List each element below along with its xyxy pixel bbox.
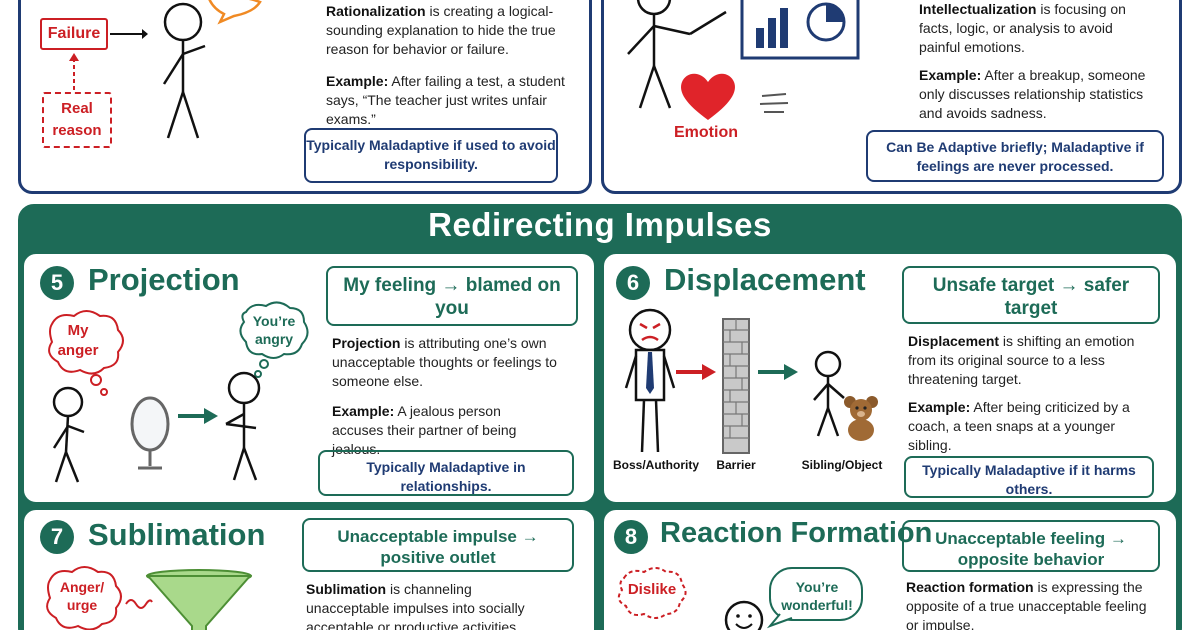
thought-bubble-left	[48, 310, 124, 396]
sublimation-term: Sublimation	[306, 581, 387, 597]
number-badge: 7	[40, 520, 74, 554]
sibling-object-label: Sibling/Object	[801, 458, 883, 472]
number-badge: 5	[40, 266, 74, 300]
teddy-bear-icon	[844, 396, 878, 441]
reaction-formation-heading: Reaction Formation	[660, 517, 933, 549]
green-arrow	[758, 364, 798, 380]
emotion-label: Emotion	[674, 124, 738, 141]
chart-board-icon	[740, 0, 860, 60]
projection-example: Example: A jealous person accuses their …	[332, 402, 554, 459]
reaction-formation-desc-text: is expressing the opposite of a true una…	[906, 579, 1147, 630]
red-arrow	[676, 364, 716, 380]
intellectualization-term: Intellectualization	[919, 1, 1037, 17]
youre-wonderful-label: You’re wonderful!	[781, 579, 853, 613]
reaction-formation-card	[602, 508, 1178, 630]
section-title: Redirecting Impulses	[428, 206, 772, 243]
squiggle-line	[125, 599, 153, 609]
reaction-formation-description: Reaction formation is expressing the opp…	[906, 578, 1154, 630]
projection-description: Projection is attributing one’s own unac…	[332, 334, 564, 391]
small-stick-figure	[813, 350, 845, 437]
projection-example-label: Example:	[332, 403, 395, 419]
boss-authority-label: Boss/Authority	[612, 458, 699, 472]
failure-arrow	[110, 29, 148, 39]
displacement-heading: Displacement	[664, 262, 866, 297]
thought-bubble-right	[239, 301, 309, 378]
rationalization-desc-text: is creating a logical-sounding explanati…	[326, 3, 556, 57]
rationalization-term: Rationalization	[326, 3, 426, 19]
sublimation-description: Sublimation is channeling unacceptable i…	[306, 580, 558, 630]
real-reason-label: Real reason	[52, 100, 102, 139]
dislike-bubble	[617, 567, 687, 619]
projection-tag: Typically Maladaptive in relationships.	[318, 450, 574, 496]
number-badge: 6	[616, 266, 650, 300]
projection-heading: Projection	[88, 262, 240, 297]
intellectualization-description: Intellectualization is focusing on facts…	[919, 0, 1149, 57]
number-badge: 8	[614, 520, 648, 554]
displacement-term: Displacement	[908, 333, 1000, 349]
up-dashed-arrow	[69, 53, 79, 90]
intellectualization-example-text: After a breakup, someone only discusses …	[919, 67, 1146, 121]
displacement-card	[602, 252, 1178, 504]
projection-desc-text: is attributing one’s own unacceptable th…	[332, 335, 557, 389]
failure-label: Failure	[47, 25, 101, 42]
rationalization-example-text: After failing a test, a student says, “T…	[326, 73, 565, 127]
displacement-example: Example: After being criticized by a coa…	[908, 398, 1130, 455]
displacement-example-text: After being criticized by a coach, a tee…	[908, 399, 1130, 453]
stick-figure-projecting	[52, 386, 85, 483]
funnel-icon	[145, 569, 253, 630]
reaction-formation-term: Reaction formation	[906, 579, 1034, 595]
reaction-formation-summary: Unacceptable feeling → opposite behavior	[902, 520, 1160, 572]
rationalization-example-label: Example:	[326, 73, 389, 89]
anger-urge-bubble	[46, 566, 122, 630]
intellectualization-example: Example: After a breakup, someone only d…	[919, 66, 1149, 123]
intellectualization-desc-text: is focusing on facts, logic, or analysis…	[919, 1, 1126, 55]
intellectualization-tag: Can Be Adaptive briefly; Maladaptive if …	[866, 130, 1164, 182]
anger-urge-label: Anger/ urge	[59, 579, 105, 613]
real-reason-box: Real reason	[42, 92, 112, 148]
projection-summary: My feeling → blamed on you	[326, 266, 578, 326]
displacement-example-label: Example:	[908, 399, 971, 415]
failure-box: Failure	[40, 18, 108, 50]
displacement-summary: Unsafe target → safer target	[902, 266, 1160, 324]
rationalization-example: Example: After failing a test, a student…	[326, 72, 584, 129]
my-anger-label: My anger	[57, 322, 99, 359]
sublimation-heading: Sublimation	[88, 517, 266, 552]
mirror-icon	[130, 396, 170, 470]
motion-lines-icon	[759, 93, 789, 113]
displacement-desc-text: is shifting an emotion from its original…	[908, 333, 1135, 387]
heart-icon	[681, 73, 735, 120]
rationalization-tag: Typically Maladaptive if used to avoid r…	[304, 128, 558, 183]
stick-figure-presenting	[627, 0, 727, 109]
intellectualization-panel	[601, 0, 1182, 194]
smiling-face-icon	[724, 600, 764, 630]
dislike-label: Dislike	[627, 581, 677, 598]
angry-boss-figure	[624, 308, 676, 453]
speech-bubble-wonderful	[766, 567, 863, 629]
sublimation-desc-text: is channeling unacceptable impulses into…	[306, 581, 525, 630]
rationalization-description: Rationalization is creating a logical-so…	[326, 2, 574, 59]
projection-example-text: A jealous person accuses their partner o…	[332, 403, 517, 457]
intellectualization-example-label: Example:	[919, 67, 982, 83]
brick-barrier	[722, 318, 750, 454]
sublimation-summary: Unacceptable impulse → positive outlet	[302, 518, 574, 572]
barrier-label: Barrier	[716, 458, 756, 472]
stick-figure-rationalizing	[162, 0, 262, 139]
green-arrow	[178, 408, 218, 424]
projection-term: Projection	[332, 335, 401, 351]
displacement-description: Displacement is shifting an emotion from…	[908, 332, 1144, 389]
youre-angry-label: You’re angry	[252, 313, 296, 347]
displacement-tag: Typically Maladaptive if it harms others…	[904, 456, 1154, 498]
stick-figure-accused	[225, 371, 261, 481]
projection-card	[22, 252, 596, 504]
